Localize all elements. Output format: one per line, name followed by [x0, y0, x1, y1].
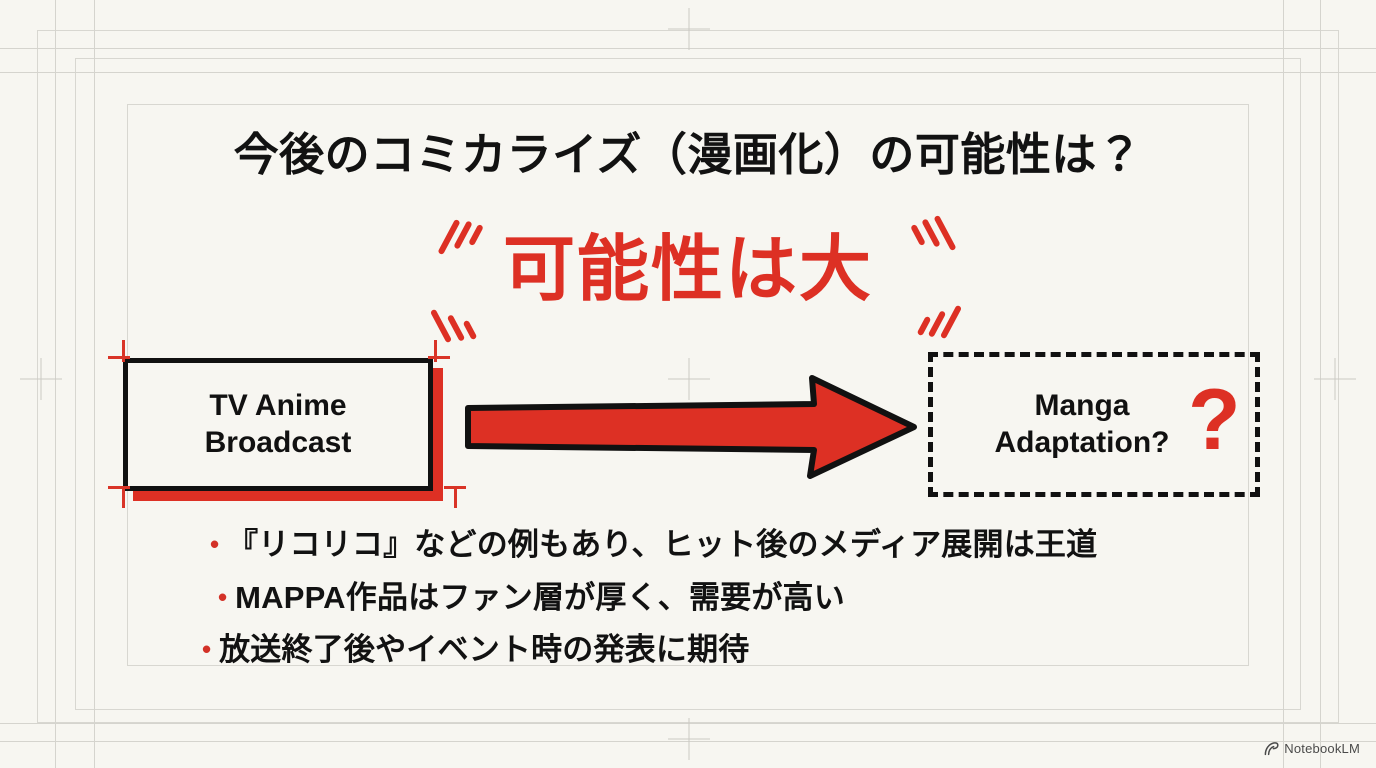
- notebooklm-label: NotebookLM: [1284, 741, 1360, 756]
- crosshair-mark-top-center: [668, 8, 710, 50]
- registration-tick-top-right: [420, 340, 450, 370]
- guide-line-horizontal-bottom-outer: [0, 741, 1376, 742]
- bullet-dot-icon: •: [218, 581, 228, 612]
- crosshair-mark-bottom-center: [668, 718, 710, 760]
- registration-tick-bottom-right: [440, 478, 470, 508]
- guide-line-horizontal-top-inner: [0, 72, 1376, 73]
- headline-group: 可能性は大: [408, 212, 968, 344]
- bullet-list: • 『リコリコ』などの例もあり、ヒット後のメディア展開は王道 • MAPPA作品…: [196, 527, 1236, 686]
- guide-line-vertical-left-inner: [94, 0, 95, 768]
- bullet-text: 『リコリコ』などの例もあり、ヒット後のメディア展開は王道: [227, 527, 1098, 562]
- source-box[interactable]: TV Anime Broadcast: [123, 358, 433, 491]
- bullet-text: MAPPA作品はファン層が厚く、需要が高い: [235, 579, 845, 615]
- target-box-label: Manga Adaptation?: [994, 388, 1170, 459]
- notebooklm-watermark: NotebookLM: [1264, 741, 1360, 756]
- headline-text: 可能性は大: [502, 230, 873, 310]
- list-item: • MAPPA作品はファン層が厚く、需要が高い: [218, 579, 1236, 616]
- bullet-dot-icon: •: [202, 634, 212, 665]
- guide-line-horizontal-top-outer: [0, 48, 1376, 49]
- crosshair-mark-middle-right: [1314, 358, 1356, 400]
- list-item: • 放送終了後やイベント時の発表に期待: [202, 633, 1236, 668]
- crosshair-mark-middle-left: [20, 358, 62, 400]
- guide-line-vertical-right-outer: [1320, 0, 1321, 768]
- bullet-dot-icon: •: [210, 529, 220, 559]
- registration-tick-bottom-left: [108, 478, 138, 508]
- source-box-label: TV Anime Broadcast: [204, 388, 352, 459]
- registration-tick-top-left: [108, 340, 138, 370]
- notebooklm-icon: [1264, 741, 1279, 755]
- guide-line-horizontal-bottom-inner: [0, 723, 1376, 724]
- bullet-text: 放送終了後やイベント時の発表に期待: [219, 632, 750, 668]
- flow-arrow-icon: [465, 375, 917, 479]
- target-box[interactable]: Manga Adaptation?: [928, 352, 1260, 497]
- list-item: • 『リコリコ』などの例もあり、ヒット後のメディア展開は王道: [210, 527, 1236, 563]
- guide-line-vertical-right-inner: [1283, 0, 1284, 768]
- page-title: 今後のコミカライズ（漫画化）の可能性は？: [233, 129, 1143, 180]
- guide-line-vertical-left-outer: [55, 0, 56, 768]
- question-mark-accent: ?: [1188, 372, 1241, 468]
